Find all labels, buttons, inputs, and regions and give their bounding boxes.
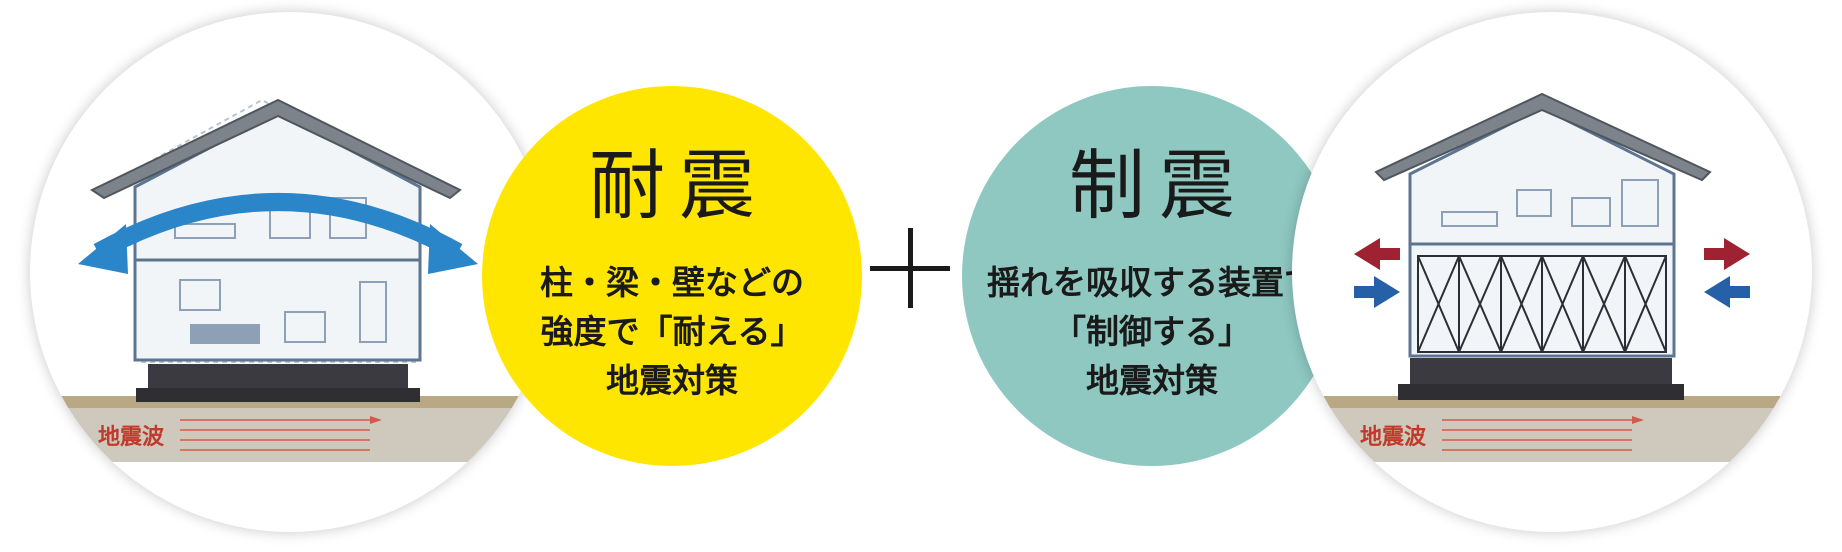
arrowhead-left [78,224,128,274]
seishin-line-2: 「制御する」 [1053,312,1251,351]
taishin-illustration: 地震波 [30,12,550,532]
wave-label: 地震波 [1360,425,1427,450]
bed [1441,211,1498,227]
seismic-wave-lines [1442,419,1632,451]
plus-icon [870,228,950,308]
table [284,311,326,343]
wave-label: 地震波 [98,425,165,450]
blue-arrow-left [1704,276,1750,308]
taishin-title: 耐震 [589,141,769,230]
window [1516,189,1552,217]
seishin-line-1: 揺れを吸収する装置で [987,263,1317,302]
window [179,279,221,311]
arrowhead-right [428,224,478,274]
seishin-line-3: 地震対策 [1086,361,1218,400]
seishin-illustration: 地震波 [1292,12,1812,532]
seishin-title: 制震 [1069,141,1249,230]
ground [1312,404,1792,462]
red-arrow-left [1354,238,1400,270]
taishin-line-2: 強度で「耐える」 [540,312,804,351]
seishin-description: 揺れを吸収する装置で 「制御する」 地震対策 [987,258,1317,405]
taishin-circle: 耐震 柱・梁・壁などの 強度で「耐える」 地震対策 [482,86,862,466]
roof [1374,92,1712,182]
damper-braces [1417,255,1667,353]
sofa [190,324,260,344]
taishin-line-1: 柱・梁・壁などの [540,263,804,302]
desk [1571,197,1611,227]
sway-arrow [93,193,463,260]
shelf [1621,179,1659,227]
seismic-wave-lines [180,419,370,451]
cabinet [359,281,387,343]
roof [89,98,462,200]
blue-arrow-right [1354,276,1400,308]
ground [50,404,530,462]
seishin-circle: 制震 揺れを吸収する装置で 「制御する」 地震対策 [962,86,1342,466]
bed [174,223,236,239]
taishin-description: 柱・梁・壁などの 強度で「耐える」 地震対策 [540,258,804,405]
taishin-line-3: 地震対策 [606,361,738,400]
red-arrow-right [1704,238,1750,270]
